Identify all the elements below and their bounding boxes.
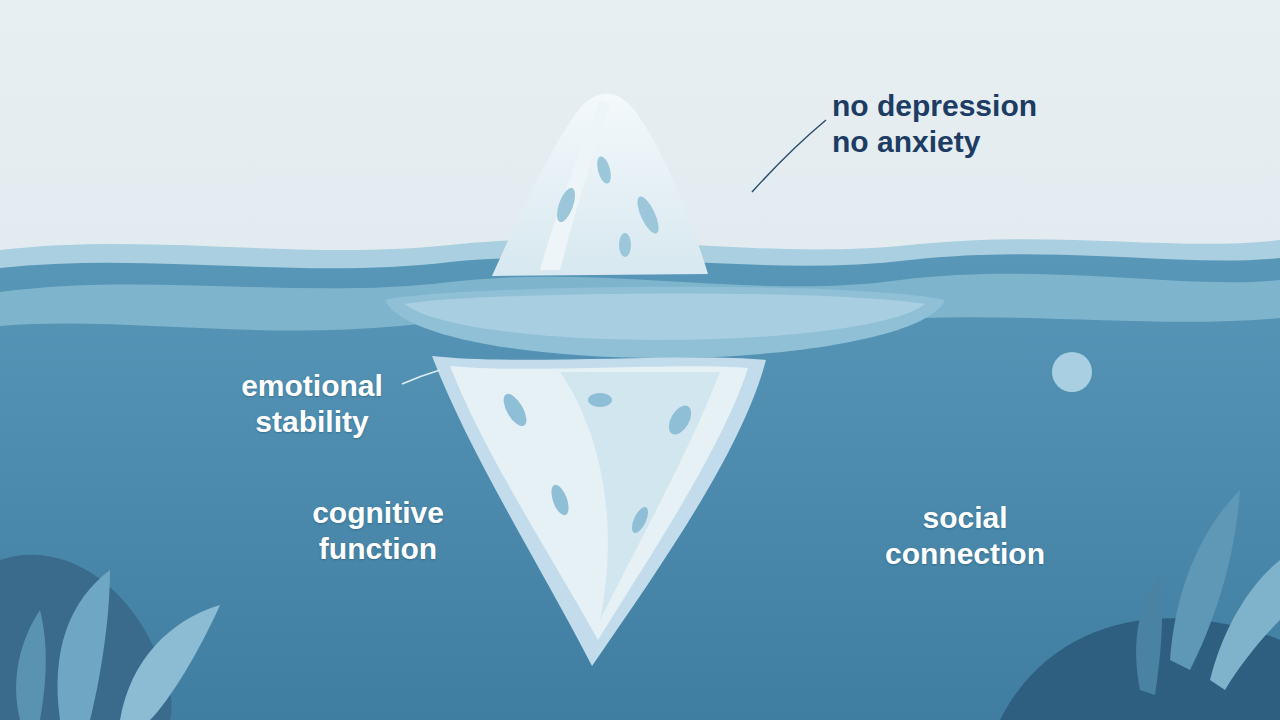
plant-leaf	[1210, 560, 1280, 690]
callout-label: no depression no anxiety	[832, 88, 1057, 160]
callout-label: emotional stability	[224, 368, 400, 440]
plant-leaf	[16, 610, 46, 720]
ice-hole	[619, 233, 631, 257]
iceberg-body	[432, 356, 766, 666]
ice-hole	[499, 390, 531, 429]
ice-hole	[633, 194, 663, 236]
ice-hole	[548, 483, 572, 518]
back-wave	[0, 239, 1280, 720]
callout-label: cognitive function	[290, 495, 466, 567]
plant-leaf	[120, 605, 220, 720]
leader-line	[752, 120, 826, 192]
ice-hole	[629, 505, 652, 535]
bubble	[1052, 352, 1092, 392]
callout-label: social connection	[877, 500, 1053, 572]
iceberg-tip	[492, 93, 708, 276]
ice-hole	[595, 155, 614, 185]
plant-leaf	[57, 570, 110, 720]
iceberg-facet	[540, 100, 610, 270]
sea	[0, 254, 1280, 720]
iceberg-body-inner	[450, 366, 748, 640]
ice-hole	[553, 186, 578, 225]
ice-hole	[664, 402, 696, 439]
ice-ledge	[385, 287, 945, 358]
iceberg-facet	[560, 372, 720, 620]
ice-hole	[588, 393, 612, 407]
ice-ledge-top	[405, 293, 925, 340]
leader-line	[402, 370, 440, 384]
plant-leaf	[1136, 575, 1162, 695]
